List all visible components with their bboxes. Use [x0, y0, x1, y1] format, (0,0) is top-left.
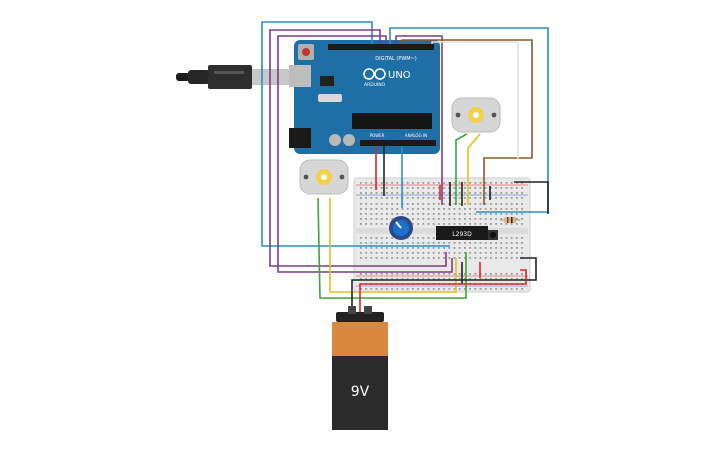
arduino-board: DIGITAL (PWM~) POWER ANALOG IN UNO ARDUI… — [289, 40, 440, 154]
wire-purple — [395, 35, 443, 205]
battery-label: 9V — [351, 384, 370, 400]
wires — [261, 21, 549, 318]
battery-9v: 9V — [332, 306, 388, 430]
resistor — [500, 217, 520, 223]
arduino-logo-icon — [363, 68, 386, 80]
dc-motor-right — [451, 97, 501, 133]
potentiometer — [389, 216, 413, 240]
wire-brown — [401, 39, 533, 205]
dc-motor-left — [299, 159, 349, 195]
arduino-model-label: UNO — [388, 70, 411, 81]
wire-black — [351, 257, 537, 318]
wire-purple — [277, 35, 453, 273]
wire-blue — [389, 27, 549, 213]
power-header-label: POWER — [370, 133, 385, 138]
l293d-driver-ic: L293D — [436, 226, 488, 240]
driver-ic-label: L293D — [452, 231, 472, 238]
wire-black — [514, 181, 549, 214]
wire-green — [455, 133, 468, 205]
wire-green — [317, 197, 467, 299]
digital-header-label: DIGITAL (PWM~) — [375, 56, 417, 62]
usb-cable — [176, 65, 298, 89]
analog-header-label: ANALOG IN — [405, 133, 427, 138]
wire-red — [359, 269, 527, 318]
push-button — [488, 230, 498, 240]
wire-white — [431, 41, 519, 160]
arduino-brand-label: ARDUINO — [364, 82, 386, 88]
wire-yellow — [329, 198, 457, 293]
wire-purple — [269, 29, 447, 267]
wire-yellow — [467, 133, 481, 205]
